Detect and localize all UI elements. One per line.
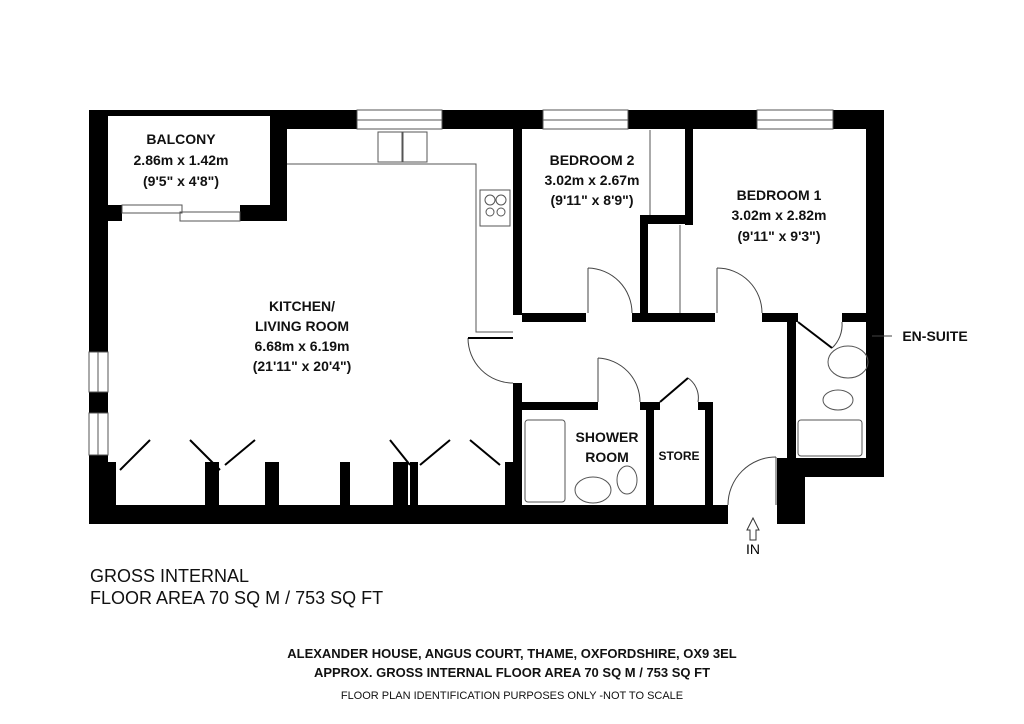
gia-line1: GROSS INTERNAL [90, 566, 250, 586]
room-name: BEDROOM 1 [737, 187, 822, 203]
room-size-imperial: (9'11" x 8'9") [551, 192, 634, 208]
room-name: KITCHEN/ [269, 298, 335, 314]
room-balcony: BALCONY 2.86m x 1.42m (9'5" x 4'8") [134, 131, 229, 189]
room-store: STORE [658, 449, 699, 463]
doors [119, 267, 843, 506]
room-size-imperial: (9'11" x 9'3") [738, 228, 821, 244]
room-name: LIVING ROOM [255, 318, 349, 334]
gia-line2: FLOOR AREA 70 SQ M / 753 SQ FT [90, 588, 384, 608]
room-name: BEDROOM 2 [550, 152, 635, 168]
room-size-imperial: (9'5" x 4'8") [143, 173, 219, 189]
windows [88, 109, 834, 456]
entrance-arrow-icon [746, 516, 760, 541]
walls [89, 110, 884, 524]
entrance-label: IN [746, 541, 760, 557]
footer-address: ALEXANDER HOUSE, ANGUS COURT, THAME, OXF… [287, 646, 737, 661]
room-size: 6.68m x 6.19m [255, 338, 350, 354]
gross-internal-area: GROSS INTERNAL FLOOR AREA 70 SQ M / 753 … [90, 565, 383, 609]
room-shower: SHOWER [576, 429, 639, 445]
room-shower: ROOM [585, 449, 629, 465]
room-size: 3.02m x 2.82m [732, 207, 827, 223]
footer-disclaimer: FLOOR PLAN IDENTIFICATION PURPOSES ONLY … [340, 690, 684, 702]
fixtures [287, 130, 869, 504]
room-size: 3.02m x 2.67m [545, 172, 640, 188]
footer-area: APPROX. GROSS INTERNAL FLOOR AREA 70 SQ … [313, 665, 711, 680]
room-size-imperial: (21'11" x 20'4") [253, 358, 352, 374]
room-bedroom2: BEDROOM 2 3.02m x 2.67m (9'11" x 8'9") [545, 152, 640, 208]
room-name: BALCONY [146, 131, 216, 147]
room-kitchen: KITCHEN/ LIVING ROOM 6.68m x 6.19m (21'1… [253, 298, 352, 374]
room-ensuite: EN-SUITE [902, 328, 967, 344]
room-bedroom1: BEDROOM 1 3.02m x 2.82m (9'11" x 9'3") [732, 187, 827, 244]
room-size: 2.86m x 1.42m [134, 152, 229, 168]
